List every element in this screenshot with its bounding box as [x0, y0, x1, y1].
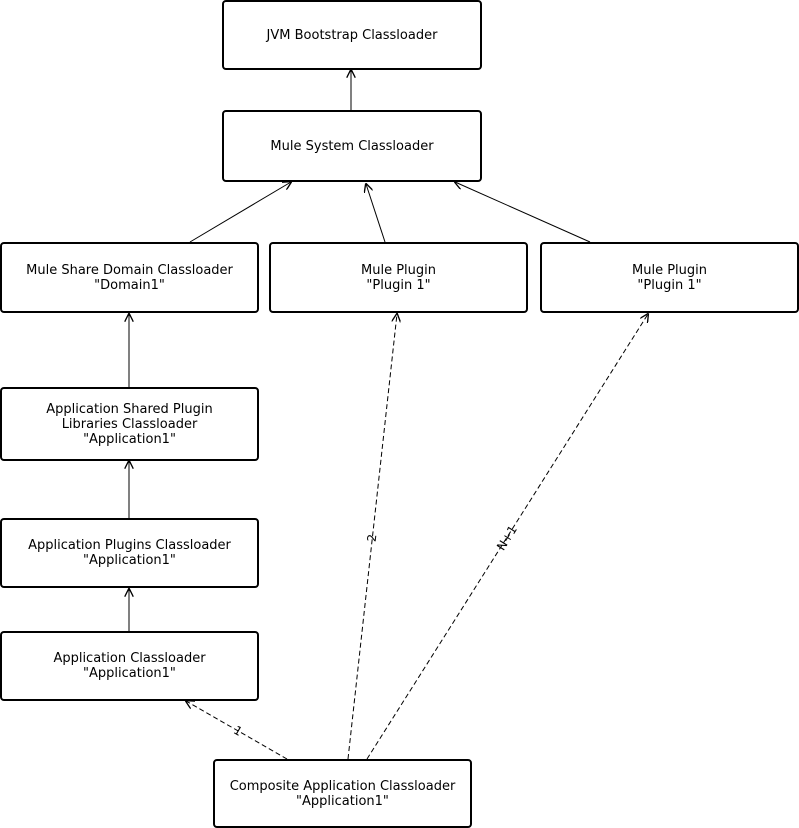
edge-plugin-b-to-system — [455, 182, 591, 243]
mule-plugin-box-2: Mule Plugin "Plugin 1" — [540, 242, 799, 313]
edge-plugin-a-to-system — [366, 184, 386, 243]
mule-system-classloader-box: Mule System Classloader — [222, 110, 482, 182]
mule-share-domain-classloader-box: Mule Share Domain Classloader "Domain1" — [0, 242, 259, 313]
mule-plugin-box-1: Mule Plugin "Plugin 1" — [269, 242, 528, 313]
edge-label-n-plus-1: N+1 — [494, 523, 520, 553]
application-shared-plugin-libraries-classloader-box: Application Shared Plugin Libraries Clas… — [0, 387, 259, 461]
jvm-bootstrap-classloader-box: JVM Bootstrap Classloader — [222, 0, 482, 70]
edge-composite-to-plugin-a — [347, 314, 397, 760]
composite-application-classloader-box: Composite Application Classloader "Appli… — [213, 759, 472, 828]
edge-label-1: 1 — [231, 723, 245, 739]
edge-domain-to-system — [189, 182, 291, 243]
application-classloader-box: Application Classloader "Application1" — [0, 631, 259, 701]
edge-label-2: 2 — [365, 533, 380, 542]
edge-composite-to-app — [186, 701, 288, 760]
application-plugins-classloader-box: Application Plugins Classloader "Applica… — [0, 518, 259, 588]
